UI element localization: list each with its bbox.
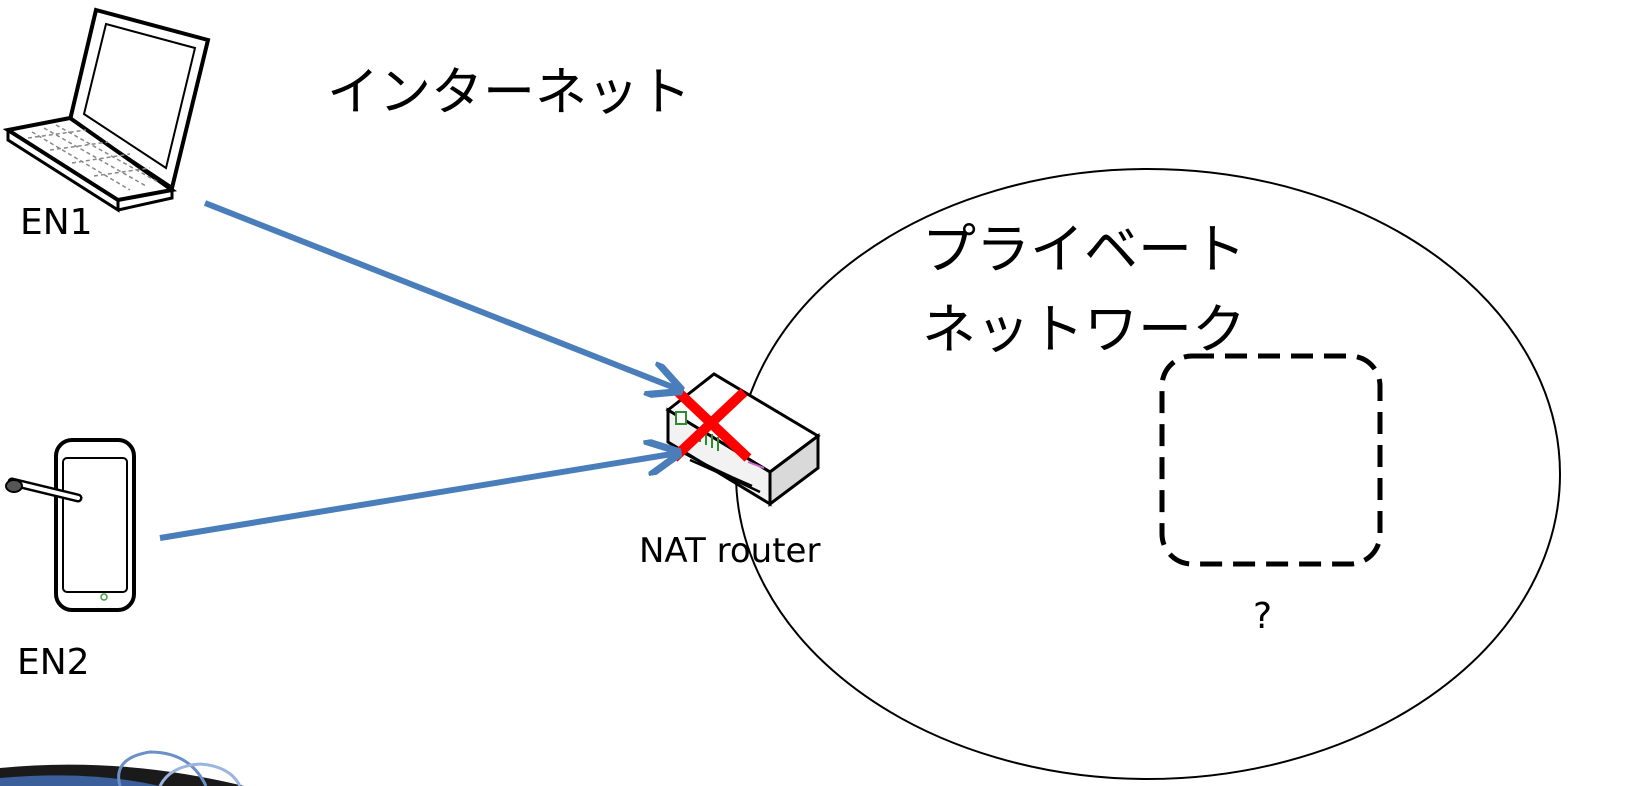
private-network-label-line1: プライベート bbox=[922, 218, 1246, 281]
internet-label: インターネット bbox=[327, 63, 691, 123]
tablet-icon bbox=[5, 438, 136, 612]
arrow-en1-to-router bbox=[203, 200, 680, 390]
blocked-x-mark bbox=[670, 386, 752, 462]
laptop-icon bbox=[2, 7, 211, 213]
unknown-host-label: ? bbox=[1253, 596, 1272, 637]
swoosh-logo-icon bbox=[0, 750, 244, 786]
router-icon bbox=[665, 372, 821, 507]
en1-label: EN1 bbox=[20, 202, 93, 243]
arrow-en2-to-router bbox=[159, 453, 678, 541]
private-network-label-line2: ネットワーク bbox=[922, 298, 1246, 361]
unknown-host-box bbox=[1159, 353, 1383, 567]
router-label: NAT router bbox=[639, 531, 820, 571]
en2-label: EN2 bbox=[17, 642, 90, 683]
